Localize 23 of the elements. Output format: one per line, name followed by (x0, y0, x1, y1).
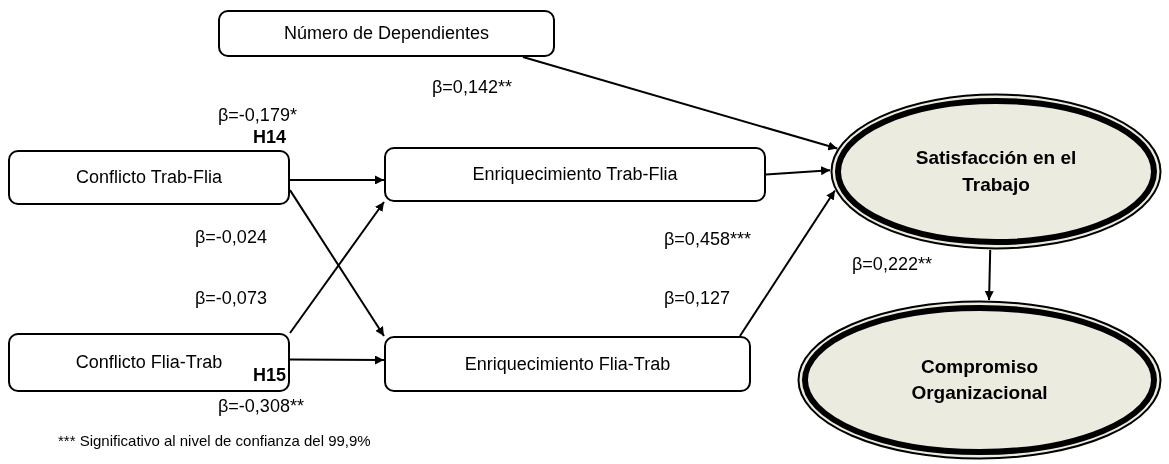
node-label: Enriquecimiento Trab-Flia (472, 163, 678, 187)
variable-box (384, 147, 766, 202)
node-label: Enriquecimiento Flia-Trab (464, 352, 671, 376)
node-label: Satisfacción en el Trabajo (914, 146, 1078, 197)
variable-box (8, 333, 290, 392)
footnote: *** Significativo al nivel de confianza del 99,9% (58, 432, 371, 451)
variable-box (218, 10, 555, 57)
variable-box (8, 150, 290, 205)
node-label: Compromiso Organizacional (910, 354, 1049, 405)
arrow (522, 56, 839, 151)
construct-ellipse (830, 93, 1162, 250)
arrow (289, 175, 385, 185)
arrow (289, 355, 385, 365)
arrow (984, 248, 994, 302)
arrow (739, 189, 836, 337)
construct-ellipse (797, 300, 1162, 460)
hypothesis-label: H15 (253, 364, 287, 387)
node-label: Conflicto Flia-Trab (75, 351, 223, 375)
node-label: Número de Dependientes (283, 22, 490, 46)
variable-box (384, 336, 751, 392)
arrow (765, 166, 832, 176)
node-label: Conflicto Trab-Flia (75, 166, 223, 190)
hypothesis-label: H14 (253, 126, 287, 149)
